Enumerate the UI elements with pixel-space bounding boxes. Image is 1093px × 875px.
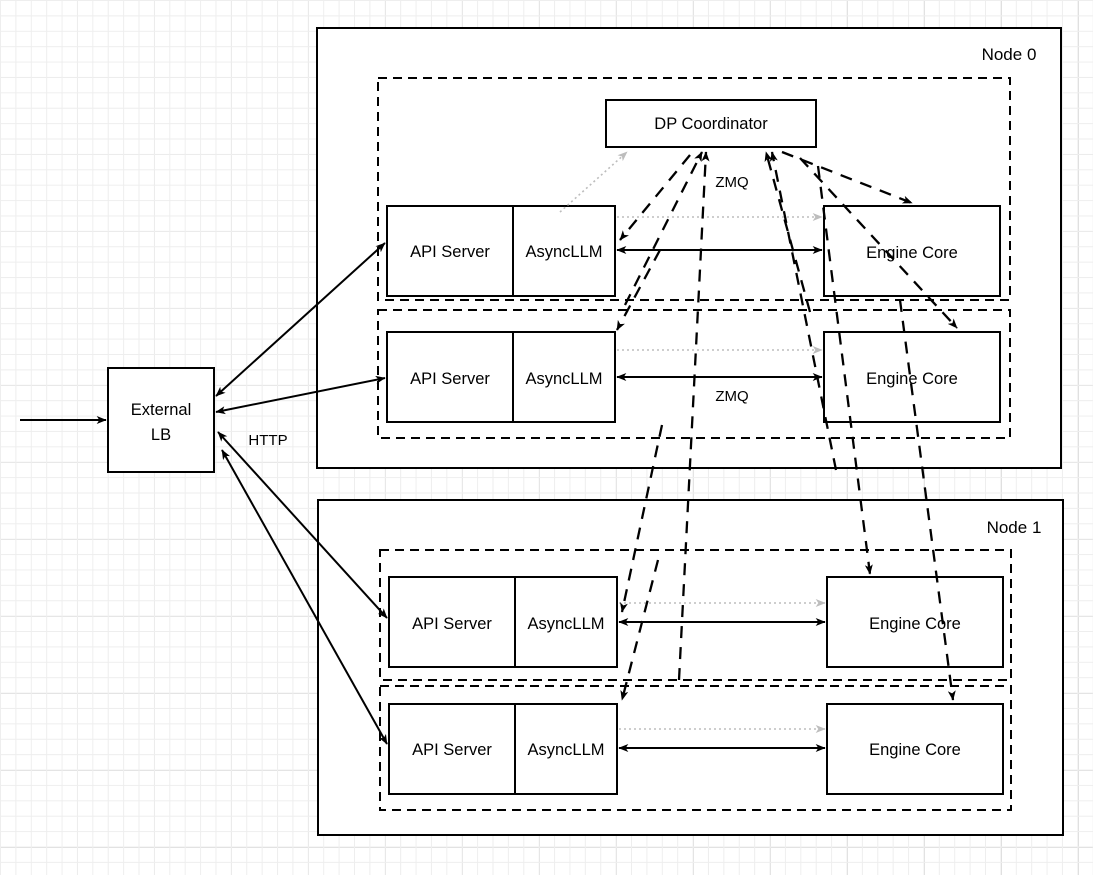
node-1-rank-1-api-server-label: API Server xyxy=(412,741,492,759)
node-0-rank-0-engine-core-label: Engine Core xyxy=(866,244,958,262)
node-1-rank-1-asyncllm-label: AsyncLLM xyxy=(527,741,604,759)
node-0-rank-1-asyncllm-label: AsyncLLM xyxy=(525,370,602,388)
node-0-rank-0-asyncllm-label: AsyncLLM xyxy=(525,243,602,261)
coordinator-to-node1-rank1-asyncllm-arrow xyxy=(620,559,660,701)
node-0-rank-1-engine-core-label: Engine Core xyxy=(866,370,958,388)
lb-to-node0-rank1-arrow xyxy=(215,375,386,415)
node-0-label: Node 0 xyxy=(982,45,1037,64)
node-0-rank-0-server-box[interactable] xyxy=(386,205,616,297)
node-1-rank-1-engine-core-box[interactable] xyxy=(826,703,1004,795)
node0-rank1-to-coordinator-arrow xyxy=(623,151,704,306)
coordinator-to-node1-rank1-core-arrow xyxy=(898,299,956,701)
node-1-rank-0-api-server-label: API Server xyxy=(412,615,492,633)
node-1-label: Node 1 xyxy=(987,518,1042,537)
node-1-rank-0-engine-core-box[interactable] xyxy=(826,576,1004,668)
dp-coordinator-box[interactable] xyxy=(605,99,817,148)
coordinator-to-node0-rank0-asyncllm-arrow xyxy=(619,154,691,241)
http-label: HTTP xyxy=(248,432,287,449)
node-0-rank-1-engine-core-box[interactable] xyxy=(823,331,1001,423)
node-0-rank-0-engine-core-box[interactable] xyxy=(823,205,1001,297)
node0-rank1-core-to-coordinator-arrow xyxy=(764,151,812,313)
dp-coordinator-label: DP Coordinator xyxy=(654,115,768,133)
node-0-rank-0-api-server-label: API Server xyxy=(410,243,490,261)
node-1-rank-0-asyncllm-label: AsyncLLM xyxy=(527,615,604,633)
coordinator-to-node0-rank1-asyncllm-arrow xyxy=(615,249,662,331)
node-1-rank-1-engine-core-label: Engine Core xyxy=(869,741,961,759)
lb-to-node0-rank0-arrow xyxy=(215,242,386,397)
external-lb-label-line2: LB xyxy=(151,426,171,444)
coordinator-to-node0-rank1-core-arrow xyxy=(799,157,958,329)
coordinator-to-node1-rank0-asyncllm-arrow xyxy=(620,424,664,613)
node-1-rank-0-engine-core-label: Engine Core xyxy=(869,615,961,633)
node-1-rank-1-server-box[interactable] xyxy=(388,703,618,795)
node-1-rank-1-group xyxy=(379,685,1012,811)
coordinator-to-node1-rank0-core-arrow xyxy=(816,165,873,575)
lb-to-node1-rank1-arrow xyxy=(221,449,388,745)
external-lb-box[interactable] xyxy=(107,367,215,473)
node-0-rank-1-server-box[interactable] xyxy=(386,331,616,423)
zmq-label-mid: ZMQ xyxy=(715,388,748,405)
node-0-rank-0-group xyxy=(377,77,1011,301)
node1-rank0-to-coordinator-arrow xyxy=(677,151,710,681)
node-1-rank-0-server-box[interactable] xyxy=(388,576,618,668)
node-0-rank-1-api-server-label: API Server xyxy=(410,370,490,388)
external-lb-label-line1: External xyxy=(131,401,192,419)
zmq-label-top: ZMQ xyxy=(715,174,748,191)
